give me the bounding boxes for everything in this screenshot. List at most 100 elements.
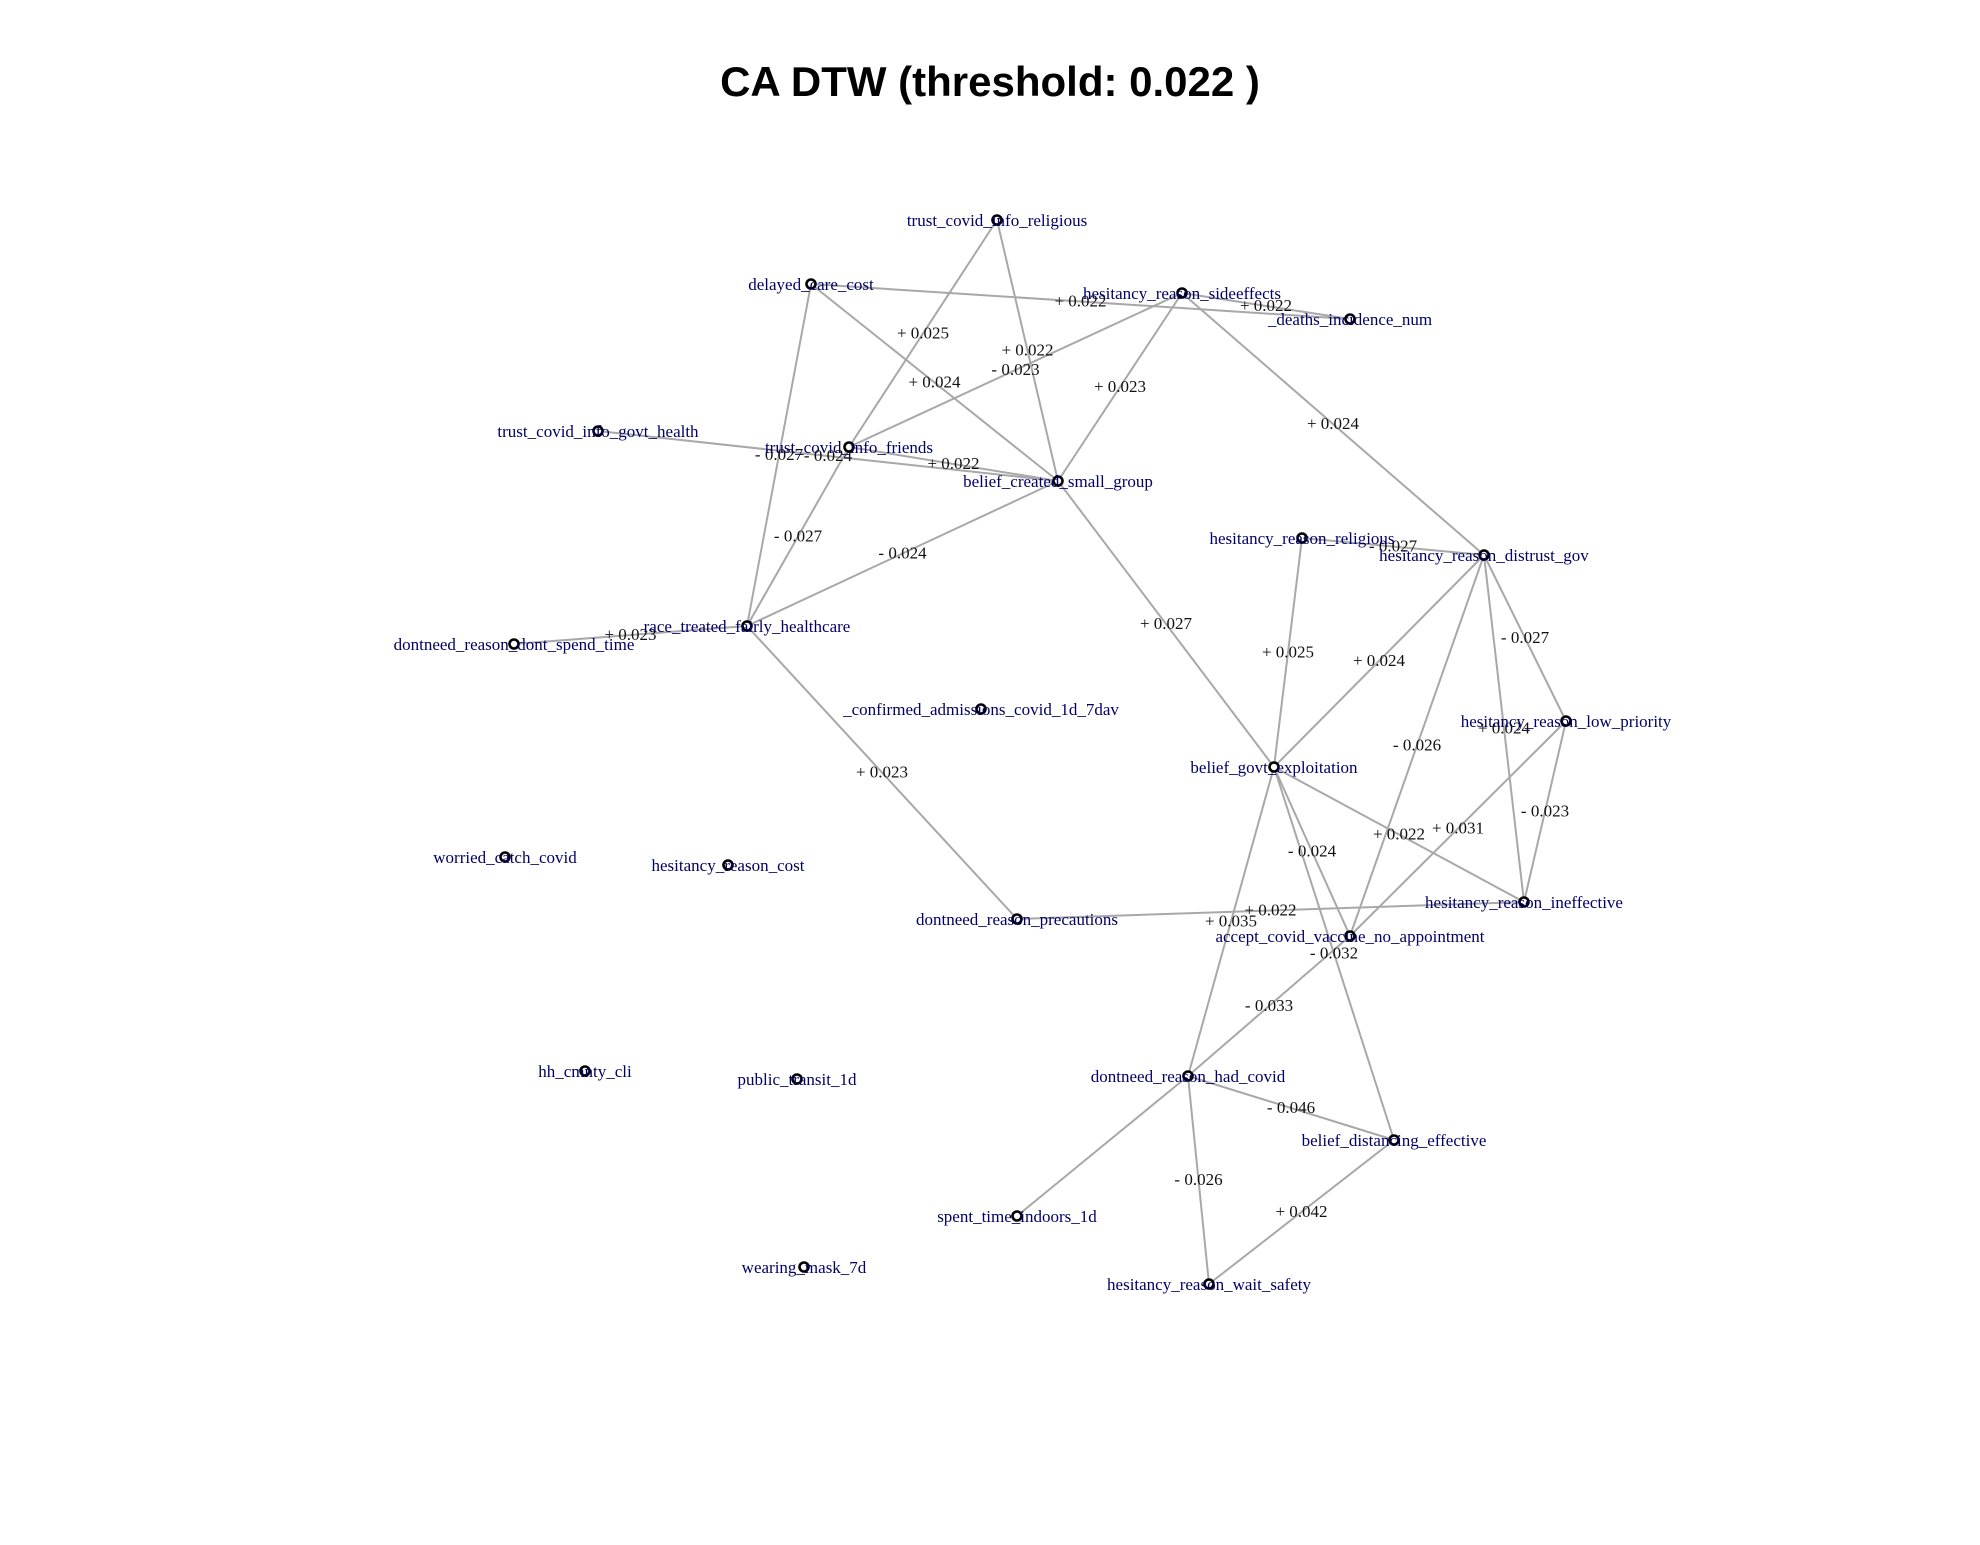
edge-weight-label: + 0.031 [1432, 819, 1484, 838]
edge-trust_covid_info_friends-race_treated_fairly_healthcare [746, 446, 850, 627]
node-hesitancy_reason_sideeffects [1176, 287, 1188, 299]
edge-weight-label: - 0.046 [1267, 1098, 1315, 1117]
edge-weight-label: + 0.024 [1307, 414, 1360, 433]
edge-trust_covid_info_govt_health-belief_created_small_group [597, 430, 1059, 482]
edge-trust_covid_info_religious-belief_created_small_group [996, 219, 1059, 482]
node-label-accept_covid_vaccine_no_appointment: accept_covid_vaccine_no_appointment [1215, 927, 1484, 946]
node-label-hesitancy_reason_sideeffects: hesitancy_reason_sideeffects [1083, 284, 1281, 303]
node-worried_catch_covid [499, 851, 511, 863]
edge-belief_govt_exploitation-dontneed_reason_had_covid [1187, 766, 1275, 1077]
edge-weight-label: + 0.022 [927, 454, 979, 473]
node-label-belief_govt_exploitation: belief_govt_exploitation [1190, 758, 1358, 777]
edge-dontneed_reason_dont_spend_time-race_treated_fairly_healthcare [513, 625, 748, 645]
node-hh_cmnty_cli [579, 1065, 591, 1077]
nodes-layer [499, 214, 1572, 1290]
node-delayed_care_cost [805, 278, 817, 290]
node-dontneed_reason_precautions [1011, 913, 1023, 925]
edge-belief_created_small_group-race_treated_fairly_healthcare [746, 480, 1059, 627]
node-belief_created_small_group [1052, 475, 1064, 487]
node-race_treated_fairly_healthcare [741, 620, 753, 632]
edge-delayed_care_cost-_deaths_incidence_num [810, 283, 1351, 320]
edge-weight-label: + 0.024 [1478, 719, 1531, 738]
node-label-_deaths_incidence_num: _deaths_incidence_num [1267, 310, 1432, 329]
edge-weight-label: + 0.025 [897, 324, 949, 343]
edge-weight-label: - 0.033 [1245, 996, 1293, 1015]
node-wearing_mask_7d [798, 1261, 810, 1273]
node-label-hesitancy_reason_low_priority: hesitancy_reason_low_priority [1461, 712, 1672, 731]
edge-weight-label: - 0.024 [1288, 842, 1337, 861]
edge-weight-label: + 0.042 [1275, 1202, 1327, 1221]
node-hesitancy_reason_cost [722, 859, 734, 871]
node-label-hesitancy_reason_cost: hesitancy_reason_cost [652, 856, 805, 875]
node-label-worried_catch_covid: worried_catch_covid [433, 848, 577, 867]
edge-trust_covid_info_religious-trust_covid_info_friends [848, 219, 998, 448]
plot-title: CA DTW (threshold: 0.022 ) [720, 58, 1260, 105]
node-label-public_transit_1d: public_transit_1d [738, 1070, 857, 1089]
edge-hesitancy_reason_distrust_gov-hesitancy_reason_low_priority [1483, 554, 1567, 722]
edge-belief_distancing_effective-hesitancy_reason_wait_safety [1208, 1139, 1395, 1285]
node-labels-layer: trust_covid_info_religiousdelayed_care_c… [394, 211, 1672, 1294]
edge-weight-label: - 0.027 [755, 445, 804, 464]
edge-hesitancy_reason_distrust_gov-accept_covid_vaccine_no_appointment [1349, 554, 1485, 937]
edge-hesitancy_reason_sideeffects-_deaths_incidence_num [1181, 292, 1351, 320]
node-label-hh_cmnty_cli: hh_cmnty_cli [538, 1062, 632, 1081]
node-trust_covid_info_religious [991, 214, 1003, 226]
node-label-hesitancy_reason_wait_safety: hesitancy_reason_wait_safety [1107, 1275, 1311, 1294]
node-accept_covid_vaccine_no_appointment [1344, 930, 1356, 942]
edge-weight-label: - 0.026 [1174, 1170, 1222, 1189]
edge-weight-label: - 0.024 [878, 544, 927, 563]
node-label-trust_covid_info_friends: trust_covid_info_friends [765, 438, 933, 457]
node-dontneed_reason_dont_spend_time [508, 638, 520, 650]
edge-weight-label: + 0.022 [1054, 292, 1106, 311]
node-label-belief_distancing_effective: belief_distancing_effective [1302, 1131, 1487, 1150]
edge-dontneed_reason_precautions-hesitancy_reason_ineffective [1016, 901, 1525, 920]
node-label-dontneed_reason_dont_spend_time: dontneed_reason_dont_spend_time [394, 635, 635, 654]
edges-layer [513, 219, 1567, 1285]
edge-weight-label: + 0.035 [1205, 912, 1257, 931]
edge-weight-label: - 0.027 [774, 527, 823, 546]
edge-dontneed_reason_had_covid-spent_time_indoors_1d [1016, 1075, 1189, 1217]
edge-weight-label: - 0.023 [991, 360, 1039, 379]
edge-accept_covid_vaccine_no_appointment-dontneed_reason_had_covid [1187, 935, 1351, 1077]
edge-belief_govt_exploitation-belief_distancing_effective [1273, 766, 1395, 1141]
node-trust_covid_info_govt_health [592, 425, 604, 437]
edge-hesitancy_reason_religious-hesitancy_reason_distrust_gov [1301, 537, 1485, 556]
node-trust_covid_info_friends [843, 441, 855, 453]
edge-hesitancy_reason_sideeffects-trust_covid_info_friends [848, 292, 1183, 448]
edge-weight-label: - 0.032 [1310, 944, 1358, 963]
edge-weight-label: + 0.022 [1244, 901, 1296, 920]
node-hesitancy_reason_religious [1296, 532, 1308, 544]
node-label-trust_covid_info_govt_health: trust_covid_info_govt_health [497, 422, 699, 441]
edge-weight-label: + 0.022 [1001, 341, 1053, 360]
edge-trust_covid_info_friends-belief_created_small_group [848, 446, 1059, 482]
node-label-belief_created_small_group: belief_created_small_group [963, 472, 1153, 491]
node-label-_confirmed_admissions_covid_1d_7dav: _confirmed_admissions_covid_1d_7dav [842, 700, 1119, 719]
node-label-trust_covid_info_religious: trust_covid_info_religious [907, 211, 1087, 230]
node-label-hesitancy_reason_ineffective: hesitancy_reason_ineffective [1425, 893, 1623, 912]
edge-dontneed_reason_had_covid-belief_distancing_effective [1187, 1075, 1395, 1141]
edge-weight-label: - 0.027 [1369, 537, 1418, 556]
edge-weight-label: + 0.027 [1140, 614, 1193, 633]
edge-weight-label: - 0.027 [1501, 628, 1550, 647]
edge-weight-label: - 0.026 [1393, 736, 1441, 755]
edge-dontneed_reason_had_covid-hesitancy_reason_wait_safety [1187, 1075, 1210, 1285]
edge-weight-label: + 0.022 [1373, 825, 1425, 844]
edge-hesitancy_reason_distrust_gov-belief_govt_exploitation [1273, 554, 1485, 768]
node-label-spent_time_indoors_1d: spent_time_indoors_1d [937, 1207, 1097, 1226]
edge-weight-label: + 0.025 [1262, 643, 1314, 662]
node-hesitancy_reason_distrust_gov [1478, 549, 1490, 561]
edge-weight-label: + 0.024 [1353, 651, 1406, 670]
edge-weight-label: + 0.023 [856, 763, 908, 782]
edge-delayed_care_cost-belief_created_small_group [810, 283, 1059, 482]
node-spent_time_indoors_1d [1011, 1210, 1023, 1222]
node-_confirmed_admissions_covid_1d_7dav [975, 703, 987, 715]
edge-belief_govt_exploitation-hesitancy_reason_ineffective [1273, 766, 1525, 903]
edge-race_treated_fairly_healthcare-dontneed_reason_precautions [746, 625, 1018, 920]
edge-weight-label: + 0.023 [604, 625, 656, 644]
node-label-dontneed_reason_precautions: dontneed_reason_precautions [916, 910, 1118, 929]
node-label-hesitancy_reason_distrust_gov: hesitancy_reason_distrust_gov [1379, 546, 1589, 565]
node-label-hesitancy_reason_religious: hesitancy_reason_religious [1209, 529, 1394, 548]
edge-weight-label: + 0.022 [1240, 296, 1292, 315]
